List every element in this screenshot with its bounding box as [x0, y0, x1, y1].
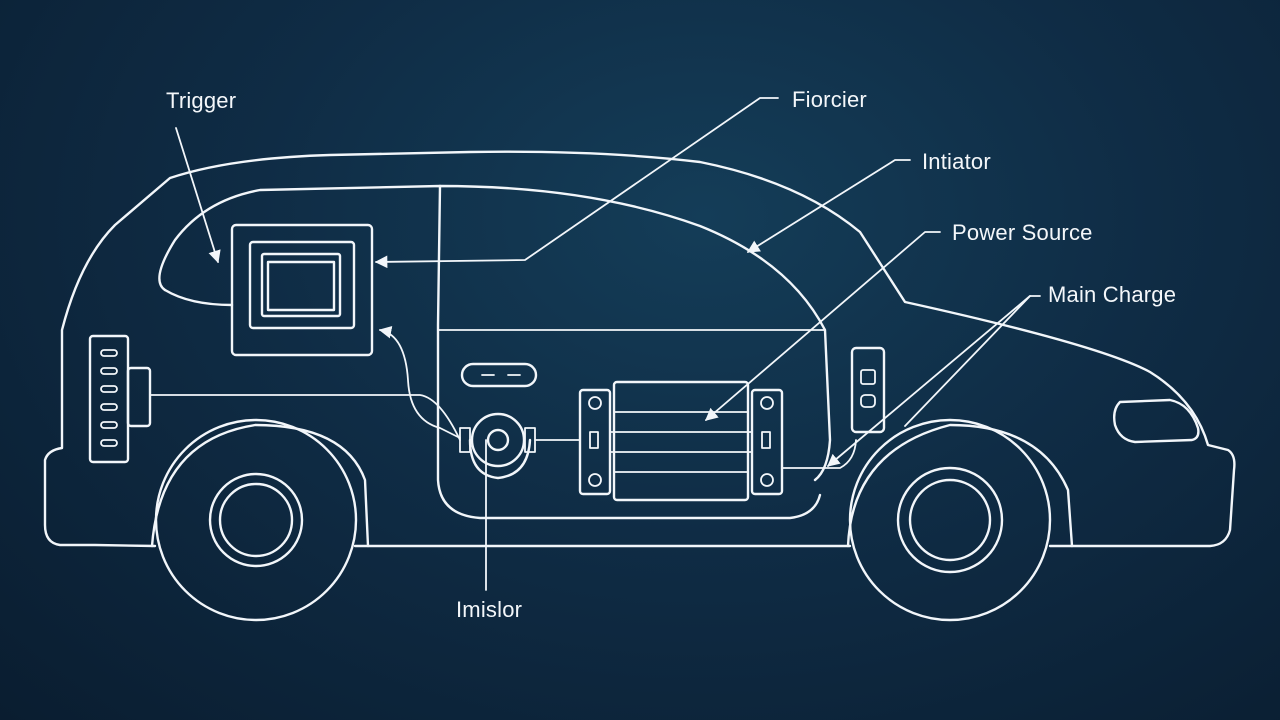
imislor-assembly — [459, 412, 581, 480]
power-source-block — [578, 380, 784, 502]
trigger-module-mid — [248, 240, 356, 330]
rear-wheel — [154, 418, 358, 622]
wire-trigger-to-imislor — [378, 326, 461, 439]
leader-power-source — [705, 231, 941, 421]
label-main-charge: Main Charge — [1048, 282, 1177, 307]
front-wheel-hub-inner — [908, 478, 992, 562]
rear-wire — [149, 394, 461, 441]
label-power-source: Power Source — [952, 220, 1093, 245]
leader-fiorcier — [374, 97, 779, 269]
leader-main-charge — [904, 295, 1041, 427]
leader-initiator — [746, 159, 911, 253]
tail-light-dots — [100, 349, 118, 447]
rear-wheel-hub-inner — [218, 482, 294, 558]
label-imislor: Imislor — [456, 597, 523, 622]
label-fiorcier: Fiorcier — [792, 87, 867, 112]
front-wheel-hub — [896, 466, 1004, 574]
wire-battery-to-front — [781, 439, 857, 469]
tail-light-panel — [88, 334, 130, 464]
rear-wheel-arch — [150, 423, 370, 548]
car-body-outline — [43, 150, 1236, 548]
label-trigger: Trigger — [166, 88, 237, 113]
window-outline — [158, 184, 832, 482]
headlight — [1112, 398, 1200, 444]
b-pillar — [436, 184, 822, 520]
front-sensor-unit — [850, 346, 886, 434]
door-handle — [460, 362, 538, 388]
leader-trigger — [175, 127, 221, 264]
label-initiator: Intiator — [922, 149, 991, 174]
front-wheel-arch — [846, 423, 1074, 548]
rear-wheel-hub — [208, 472, 304, 568]
leader-main-charge-2 — [827, 295, 1031, 467]
trigger-module-inner — [260, 252, 342, 318]
front-sensor-window — [860, 369, 876, 385]
trigger-module-outer — [230, 223, 374, 357]
rear-bumper-block — [126, 366, 152, 428]
front-sensor-button — [860, 394, 876, 408]
window-lower-edge — [163, 288, 234, 307]
trigger-module-screen — [266, 260, 336, 312]
front-wheel — [848, 418, 1052, 622]
